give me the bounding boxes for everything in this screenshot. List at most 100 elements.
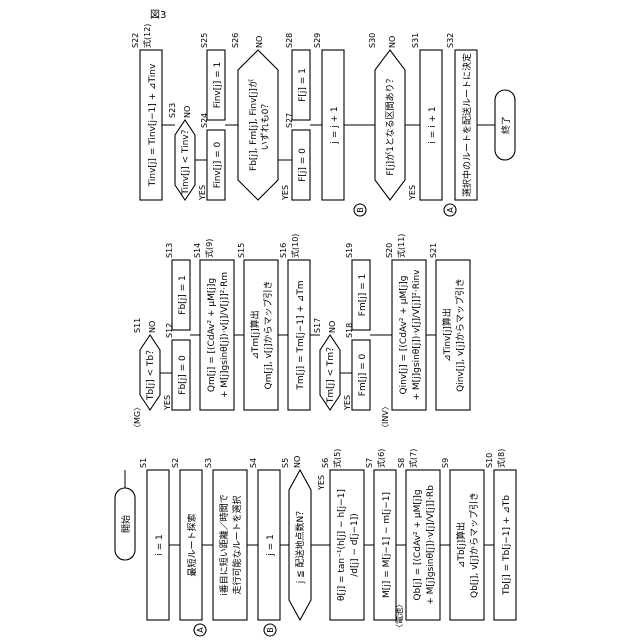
s20-eq: 式(11) [396,234,406,258]
s15-text-2: Qm[j], v[j]からマップ引き [263,281,274,390]
s17-text: Tm[j] < Tm？ [326,343,336,404]
s2-label: S2 [171,458,180,468]
s14-label: S14 [193,243,202,258]
s8-label: S8 [397,458,406,468]
s18-text: Fm[j] = 0 [358,354,368,397]
s32-text: 選択中のルートを配送ルートに決定 [461,53,473,197]
group-mg-label: 〈MG〉 [133,403,142,432]
s9-label: S9 [441,458,450,468]
start-label: 開始 [120,515,132,533]
s30-yes: YES [408,185,417,201]
s30-label: S30 [368,33,377,48]
s17-label: S17 [313,318,322,333]
s31-text: i = i + 1 [428,106,438,143]
group-battery-label: 〈電池〉 [394,600,404,632]
s29-text: j = j + 1 [330,106,340,144]
s21-label: S21 [429,243,438,258]
s21-text-2: Qinv[j], v[j]からマップ引き [455,278,466,392]
s16-label: S16 [279,243,288,258]
s15-label: S15 [237,243,246,258]
s16-eq: 式(10) [290,234,300,258]
s12-text: Fb[j] = 0 [178,355,188,395]
s13-text: Fb[j] = 1 [178,275,188,314]
s7-eq: 式(6) [376,449,386,468]
connector-b-main-text: B [266,627,275,633]
s10-text: Tb[j] = Tb[j−1] + ⊿Tb [502,495,512,596]
s14-text-1: Qm[j] = [(CdAv² + μM[j]g [207,278,217,392]
s26-yes: YES [281,185,290,201]
mg-inv-column: 〈MG〉 Tb[j] < Tb？ S11 YES NO Fb[j] = 0 S1… [133,234,470,432]
s26-text-1: Fb[j], Fm[j], Finv[j]が [247,79,259,171]
s11-text: Tb[j] < Tb？ [146,346,156,401]
s21-text-1: ⊿Tinv[j]算出 [441,308,453,362]
s27-text: F[j] = 0 [298,148,308,182]
connector-b-final-text: B [356,207,365,213]
s22-text: Tinv[j] = Tinv[j−1] + ⊿Tinv [148,63,158,187]
s11-yes: YES [163,395,172,411]
s17-yes: YES [343,395,352,411]
s9-text-1: ⊿Tb[j]算出 [455,522,467,568]
s19-text: Fm[j] = 1 [358,274,368,316]
s4-label: S4 [249,458,258,468]
s30-no: NO [388,36,397,48]
s10-label: S10 [485,453,494,468]
s31-label: S31 [411,33,420,48]
group-inv-label: 〈INV〉 [381,402,390,432]
s6-label: S6 [321,458,330,468]
s23-yes: YES [198,185,207,201]
s25-label: S25 [200,33,209,48]
s9-text-2: Qb[j], v[j]からマップ引き [469,492,480,598]
s26-label: S26 [231,33,240,48]
s8-text-2: + M[j]gsinθ[j])·v[j]/V[j]]·Rb [426,485,436,605]
s5-no: NO [293,456,302,468]
s7-label: S7 [365,458,374,468]
s6-text-1: θ[j] = tan⁻¹(h[j] − h[j−1] [337,489,347,601]
s29-label: S29 [313,33,322,48]
connector-a-final-text: A [446,207,455,213]
s20-text-1: Qinv[j] = [(CdAv² + μM[j]g [399,276,409,395]
s7-text: M[j] = M[j−1] − m[j−1] [382,492,392,598]
s2-text: 最短ルート探索 [186,513,198,576]
s28-text: F[j] = 1 [298,68,308,102]
s6-eq: 式(5) [332,449,342,468]
s19-label: S19 [345,243,354,258]
s1-label: S1 [139,458,148,468]
s24-text: Finv[j] = 0 [213,141,223,188]
s23-text: Tinv[j] < Tinv？ [181,125,191,195]
s8-text-1: Qb[j] = [(CdAv² + μM[j]g [413,489,423,600]
s3-text-1: i番目に短い距離／時間で [218,494,230,596]
connector-a-main-text: A [196,627,205,633]
s3-text-2: 走行可能なルートを選択 [231,495,243,594]
s4-text: j = 1 [266,534,276,557]
s28-label: S28 [285,33,294,48]
s10-eq: 式(8) [496,449,506,468]
s5-text: j ≦ 配送地点数N？ [294,507,306,585]
s22-eq: 式(12) [142,24,152,48]
s17-no: NO [328,321,337,333]
s26-no: NO [255,36,264,48]
s1-text: i = 1 [155,534,165,556]
s11-no: NO [148,321,157,333]
s22-label: S22 [131,33,140,48]
s14-eq: 式(9) [204,239,214,258]
s23-no: NO [183,106,192,118]
s15-text-1: ⊿Tm[j]算出 [249,310,261,359]
s11-label: S11 [133,318,142,333]
s20-text-2: + M[j]gsinθ[j])·v[j]/V[j]]²·Rinv [412,269,422,401]
s3-label: S3 [204,458,213,468]
finalize-column: Tinv[j] = Tinv[j−1] + ⊿Tinv S22 式(12) Ti… [131,24,515,216]
s25-text: Finv[j] = 1 [213,62,223,109]
s20-label: S20 [385,243,394,258]
s23-label: S23 [168,103,177,118]
s26-text-2: いずれも0？ [260,100,271,151]
end-label: 終了 [500,116,512,134]
s5-yes: YES [317,475,326,491]
s30-text: F[j]が1となる区間あり？ [384,74,396,175]
s13-label: S13 [165,243,174,258]
s6-text-2: /d[j] − d[j−1]) [350,513,360,577]
s32-label: S32 [446,33,455,48]
s5-label: S5 [281,458,290,468]
main-column: i = 1 S1 最短ルート探索 S2 i番目に短い距離／時間で 走行可能なルー… [139,449,516,636]
